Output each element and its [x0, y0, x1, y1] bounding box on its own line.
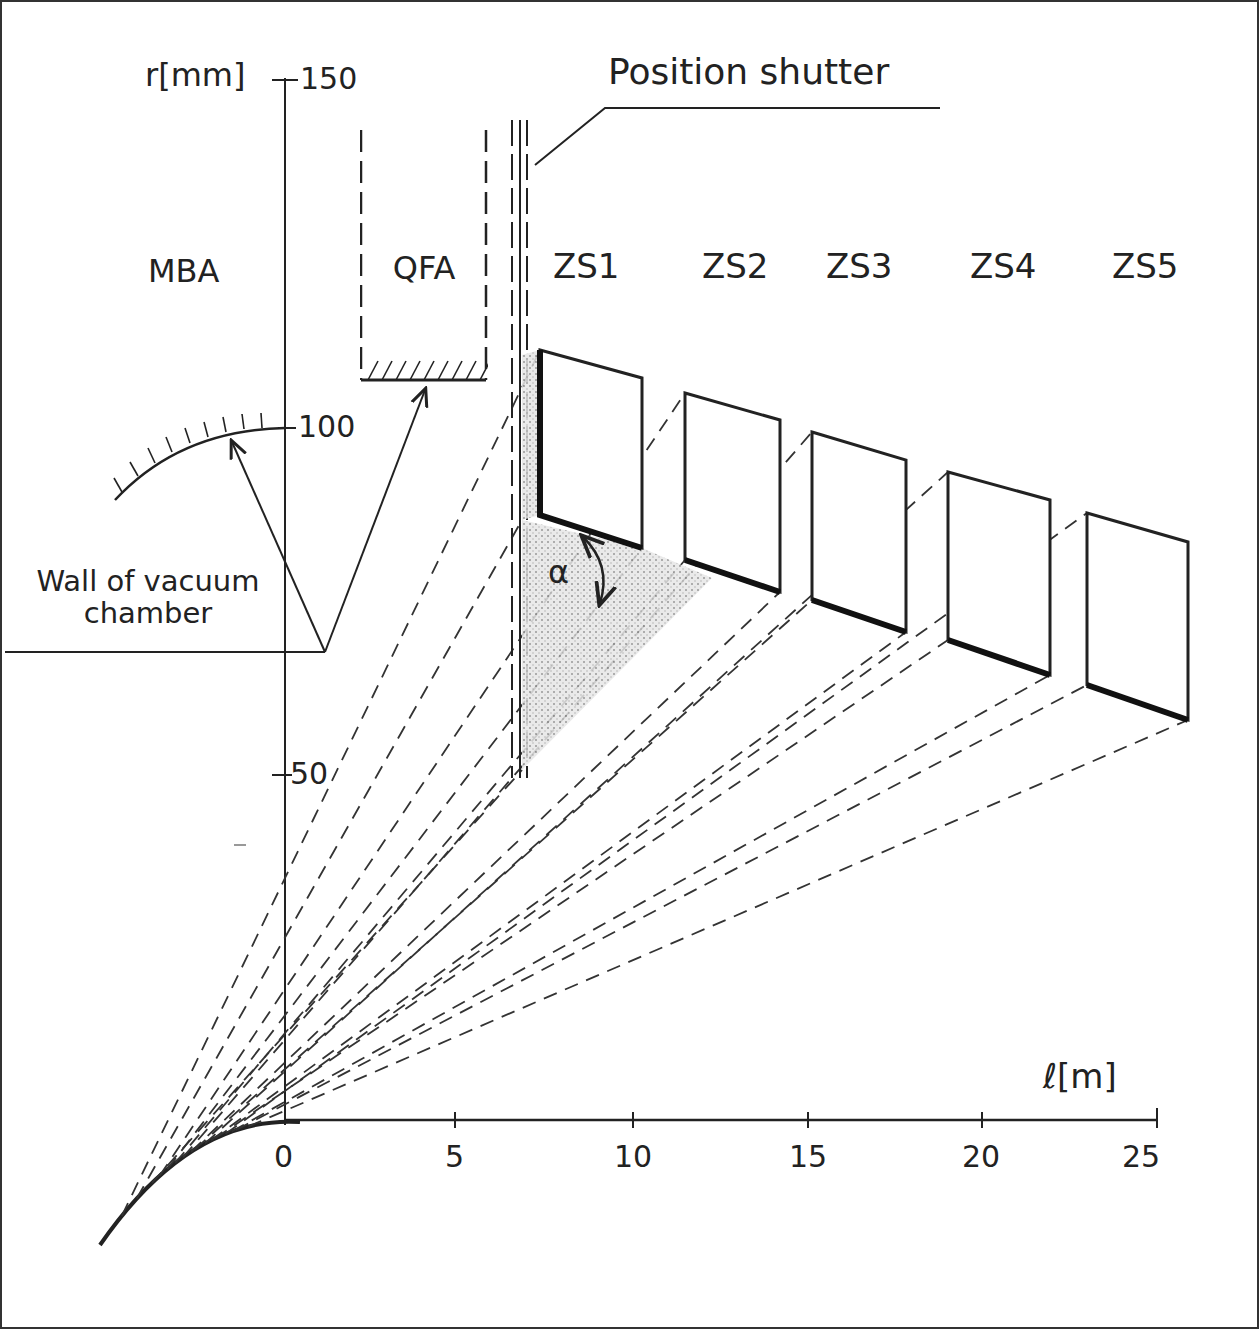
- light-ray: [122, 350, 540, 1216]
- tick-label: 20: [962, 1140, 1000, 1173]
- tick-label: 5: [445, 1140, 464, 1173]
- detector-name: ZS5: [1112, 248, 1179, 285]
- callout-text: Position shutter: [608, 52, 889, 92]
- tick-label: 0: [274, 1140, 293, 1173]
- tick-label: 25: [1122, 1140, 1160, 1173]
- light-ray: [232, 675, 1050, 1132]
- light-ray: [248, 720, 1188, 1127]
- axis-title: r[mm]: [145, 58, 245, 93]
- section-name: MBA: [148, 254, 219, 289]
- detector-name: ZS2: [702, 248, 769, 285]
- callout-text: Wall of vacuum chamber: [12, 566, 284, 630]
- tick-label: 100: [298, 410, 355, 443]
- light-ray: [236, 685, 1087, 1130]
- tick-label: 10: [614, 1140, 652, 1173]
- detector-name: ZS1: [553, 248, 620, 285]
- tick-label: 50: [290, 757, 328, 790]
- light-ray: [215, 640, 948, 1138]
- angle-label: α: [548, 555, 569, 590]
- detector-name: ZS3: [826, 248, 893, 285]
- detector-name: ZS4: [970, 248, 1037, 285]
- light-ray: [191, 592, 780, 1152]
- tick-label: 15: [789, 1140, 827, 1173]
- axis-title: ℓ[m]: [1043, 1058, 1117, 1095]
- magnet-name: QFA: [393, 249, 456, 287]
- magnet-box: QFA: [360, 128, 488, 383]
- tick-label: 150: [300, 62, 357, 95]
- light-ray: [152, 770, 522, 1183]
